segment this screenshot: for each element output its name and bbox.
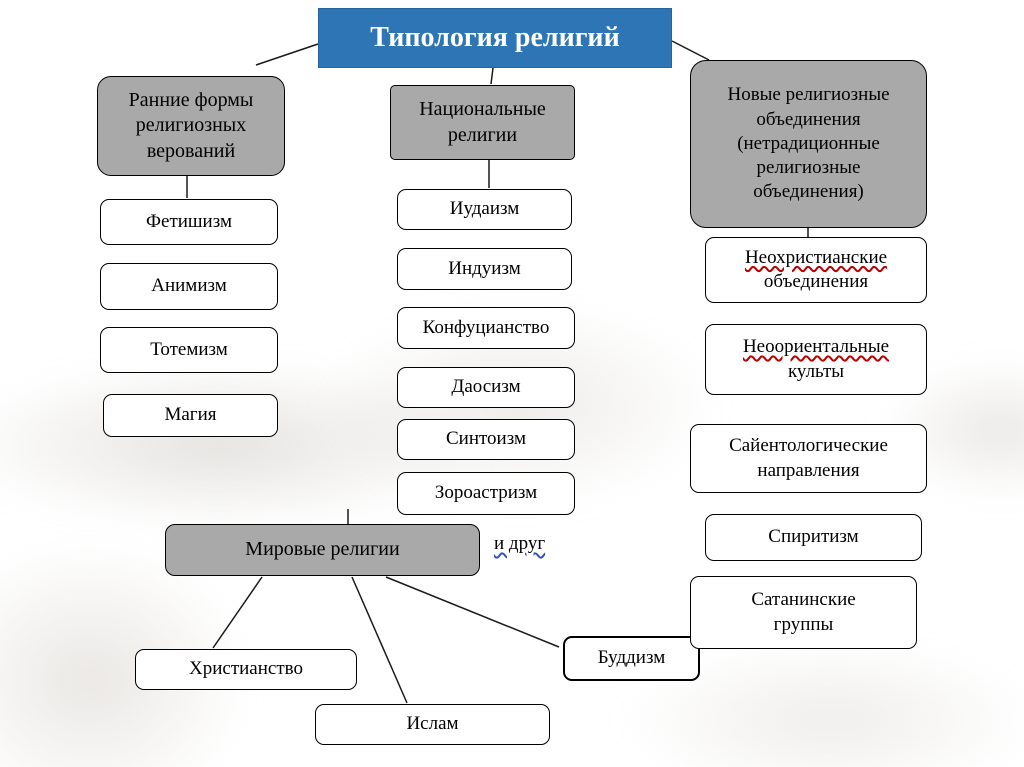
node-label-line: культы xyxy=(787,360,845,382)
node-label-line: объединения xyxy=(763,271,869,292)
node-label: Ранние формы религиозных верований xyxy=(128,88,254,162)
node-label: Даосизм xyxy=(451,376,521,398)
node-satanic-groups: Сатанинские группы xyxy=(690,576,917,649)
node-label-line: Неоориентальные xyxy=(742,336,890,358)
node-new-religions-header: Новые религиозные объединения (нетрадици… xyxy=(690,60,927,228)
node-neochristian-associations: Неохристианские объединения xyxy=(705,237,927,303)
node-label-line: Спиритизм xyxy=(768,526,859,548)
node-label: Буддизм xyxy=(597,647,666,669)
node-national-header: Национальные религии xyxy=(390,85,575,160)
node-label-line: Сатанинские xyxy=(751,589,856,611)
node-magic: Магия xyxy=(103,394,278,437)
node-label: Новые религиозные объединения (нетрадици… xyxy=(727,84,890,203)
node-neooriental-cults: Неоориентальные культы xyxy=(705,324,927,395)
node-label: Тотемизм xyxy=(150,338,228,360)
node-label: Индуизм xyxy=(448,257,521,279)
note-label: и друг xyxy=(494,533,546,554)
node-confucianism: Конфуцианство xyxy=(397,307,575,349)
node-christianity: Христианство xyxy=(135,649,357,690)
node-label-line: Сайентологические xyxy=(729,435,888,457)
node-label: Магия xyxy=(164,404,217,426)
node-world-header: Мировые религии xyxy=(165,524,480,576)
node-spiritism: Спиритизм xyxy=(705,514,922,561)
node-shintoism: Синтоизм xyxy=(397,419,575,460)
node-label: Ислам xyxy=(406,713,459,735)
node-label: Мировые религии xyxy=(245,538,400,561)
node-label: Зороастризм xyxy=(434,482,538,504)
node-label: Иудаизм xyxy=(449,198,520,220)
node-totemism: Тотемизм xyxy=(100,327,278,373)
node-label: Синтоизм xyxy=(446,428,526,450)
node-label: Анимизм xyxy=(151,275,227,297)
node-fetishism: Фетишизм xyxy=(100,199,278,245)
node-label: Национальные религии xyxy=(419,97,546,146)
node-label-line: направления xyxy=(757,459,860,481)
node-label: Конфуцианство xyxy=(422,316,550,338)
node-scientology-directions: Сайентологические направления xyxy=(690,424,927,493)
node-animism: Анимизм xyxy=(100,263,278,310)
node-label: Фетишизм xyxy=(146,210,232,232)
node-label-line: Неохристианские xyxy=(744,246,888,268)
diagram-title-label: Типология религий xyxy=(370,22,620,53)
node-label-line: группы xyxy=(773,613,834,635)
node-buddhism: Буддизм xyxy=(563,636,700,681)
node-early-forms-header: Ранние формы религиозных верований xyxy=(97,76,285,176)
node-judaism: Иудаизм xyxy=(397,189,572,230)
diagram-title: Типология религий xyxy=(318,8,672,68)
node-hinduism: Индуизм xyxy=(397,248,572,290)
node-islam: Ислам xyxy=(315,704,550,745)
node-zoroastrianism: Зороастризм xyxy=(397,472,575,515)
note-and-others: и друг xyxy=(494,533,545,555)
node-taoism: Даосизм xyxy=(397,367,575,408)
node-label: Христианство xyxy=(189,658,303,680)
